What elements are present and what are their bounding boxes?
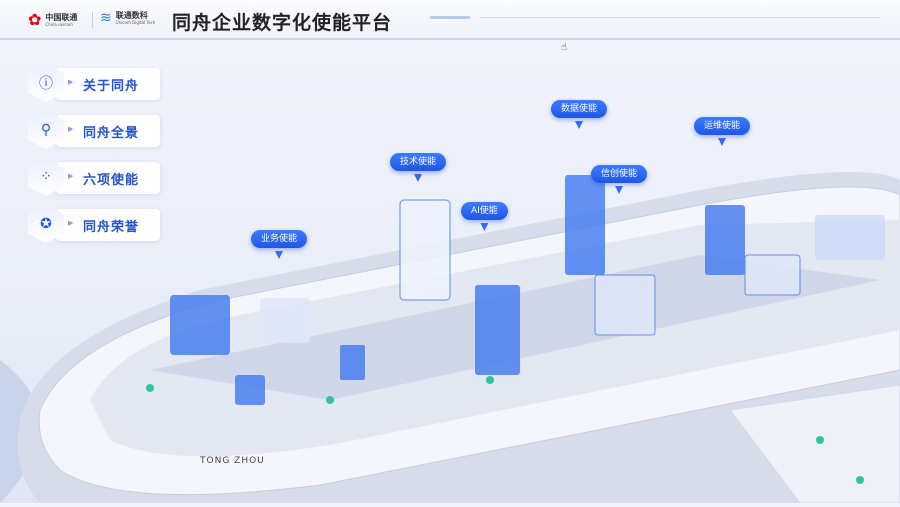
xinchuang-enable-tag[interactable]: 信创使能: [591, 165, 648, 183]
logo1-cn: 中国联通: [45, 12, 78, 22]
menu-label: 同舟全景: [83, 126, 140, 141]
wave-icon: ≋: [100, 10, 112, 26]
unicom-knot-icon: ✿: [28, 10, 42, 29]
data-enable-tag[interactable]: 数据使能: [551, 100, 608, 118]
logo2-cn: 联通数科: [115, 11, 148, 20]
menu-item-six-enables[interactable]: ⁘▶六项使能: [28, 158, 160, 196]
ship-illustration: [0, 172, 900, 504]
page-title: 同舟企业数字化使能平台: [172, 12, 393, 34]
header-decoration: [430, 16, 470, 19]
divider: [92, 12, 93, 28]
logo1-en: China unicom: [45, 21, 73, 27]
business-enable-tag[interactable]: 业务使能: [251, 230, 308, 248]
menu-label: 六项使能: [83, 173, 140, 188]
ship-scene: 业务使能 技术使能 AI使能 数据使能 信创使能 运维使能 TONG ZHOU: [0, 40, 900, 504]
ai-enable-tag[interactable]: AI使能: [461, 202, 508, 220]
tech-enable-tag[interactable]: 技术使能: [390, 153, 447, 171]
logo2-en: Unicom Digital Tech: [115, 20, 156, 25]
arrow-icon: ▶: [68, 172, 74, 180]
info-icon: ⓘ: [28, 64, 64, 102]
ops-enable-tag[interactable]: 运维使能: [694, 117, 751, 135]
side-menu: ⓘ▶关于同舟 ⚲▶同舟全景 ⁘▶六项使能 ✪▶同舟荣誉: [28, 64, 160, 254]
menu-label: 同舟荣誉: [83, 220, 140, 235]
arrow-icon: ▶: [68, 125, 74, 133]
menu-label: 关于同舟: [83, 79, 140, 94]
menu-item-panorama[interactable]: ⚲▶同舟全景: [28, 111, 160, 149]
menu-item-honors[interactable]: ✪▶同舟荣誉: [28, 205, 160, 243]
header-decoration-line: [480, 17, 880, 18]
ship-name: TONG ZHOU: [200, 456, 265, 466]
arrow-icon: ▶: [68, 78, 74, 86]
arrow-icon: ▶: [68, 219, 74, 227]
menu-item-about[interactable]: ⓘ ▶ 关于同舟: [28, 64, 160, 102]
mouse-cursor-icon: ☝: [561, 42, 568, 53]
